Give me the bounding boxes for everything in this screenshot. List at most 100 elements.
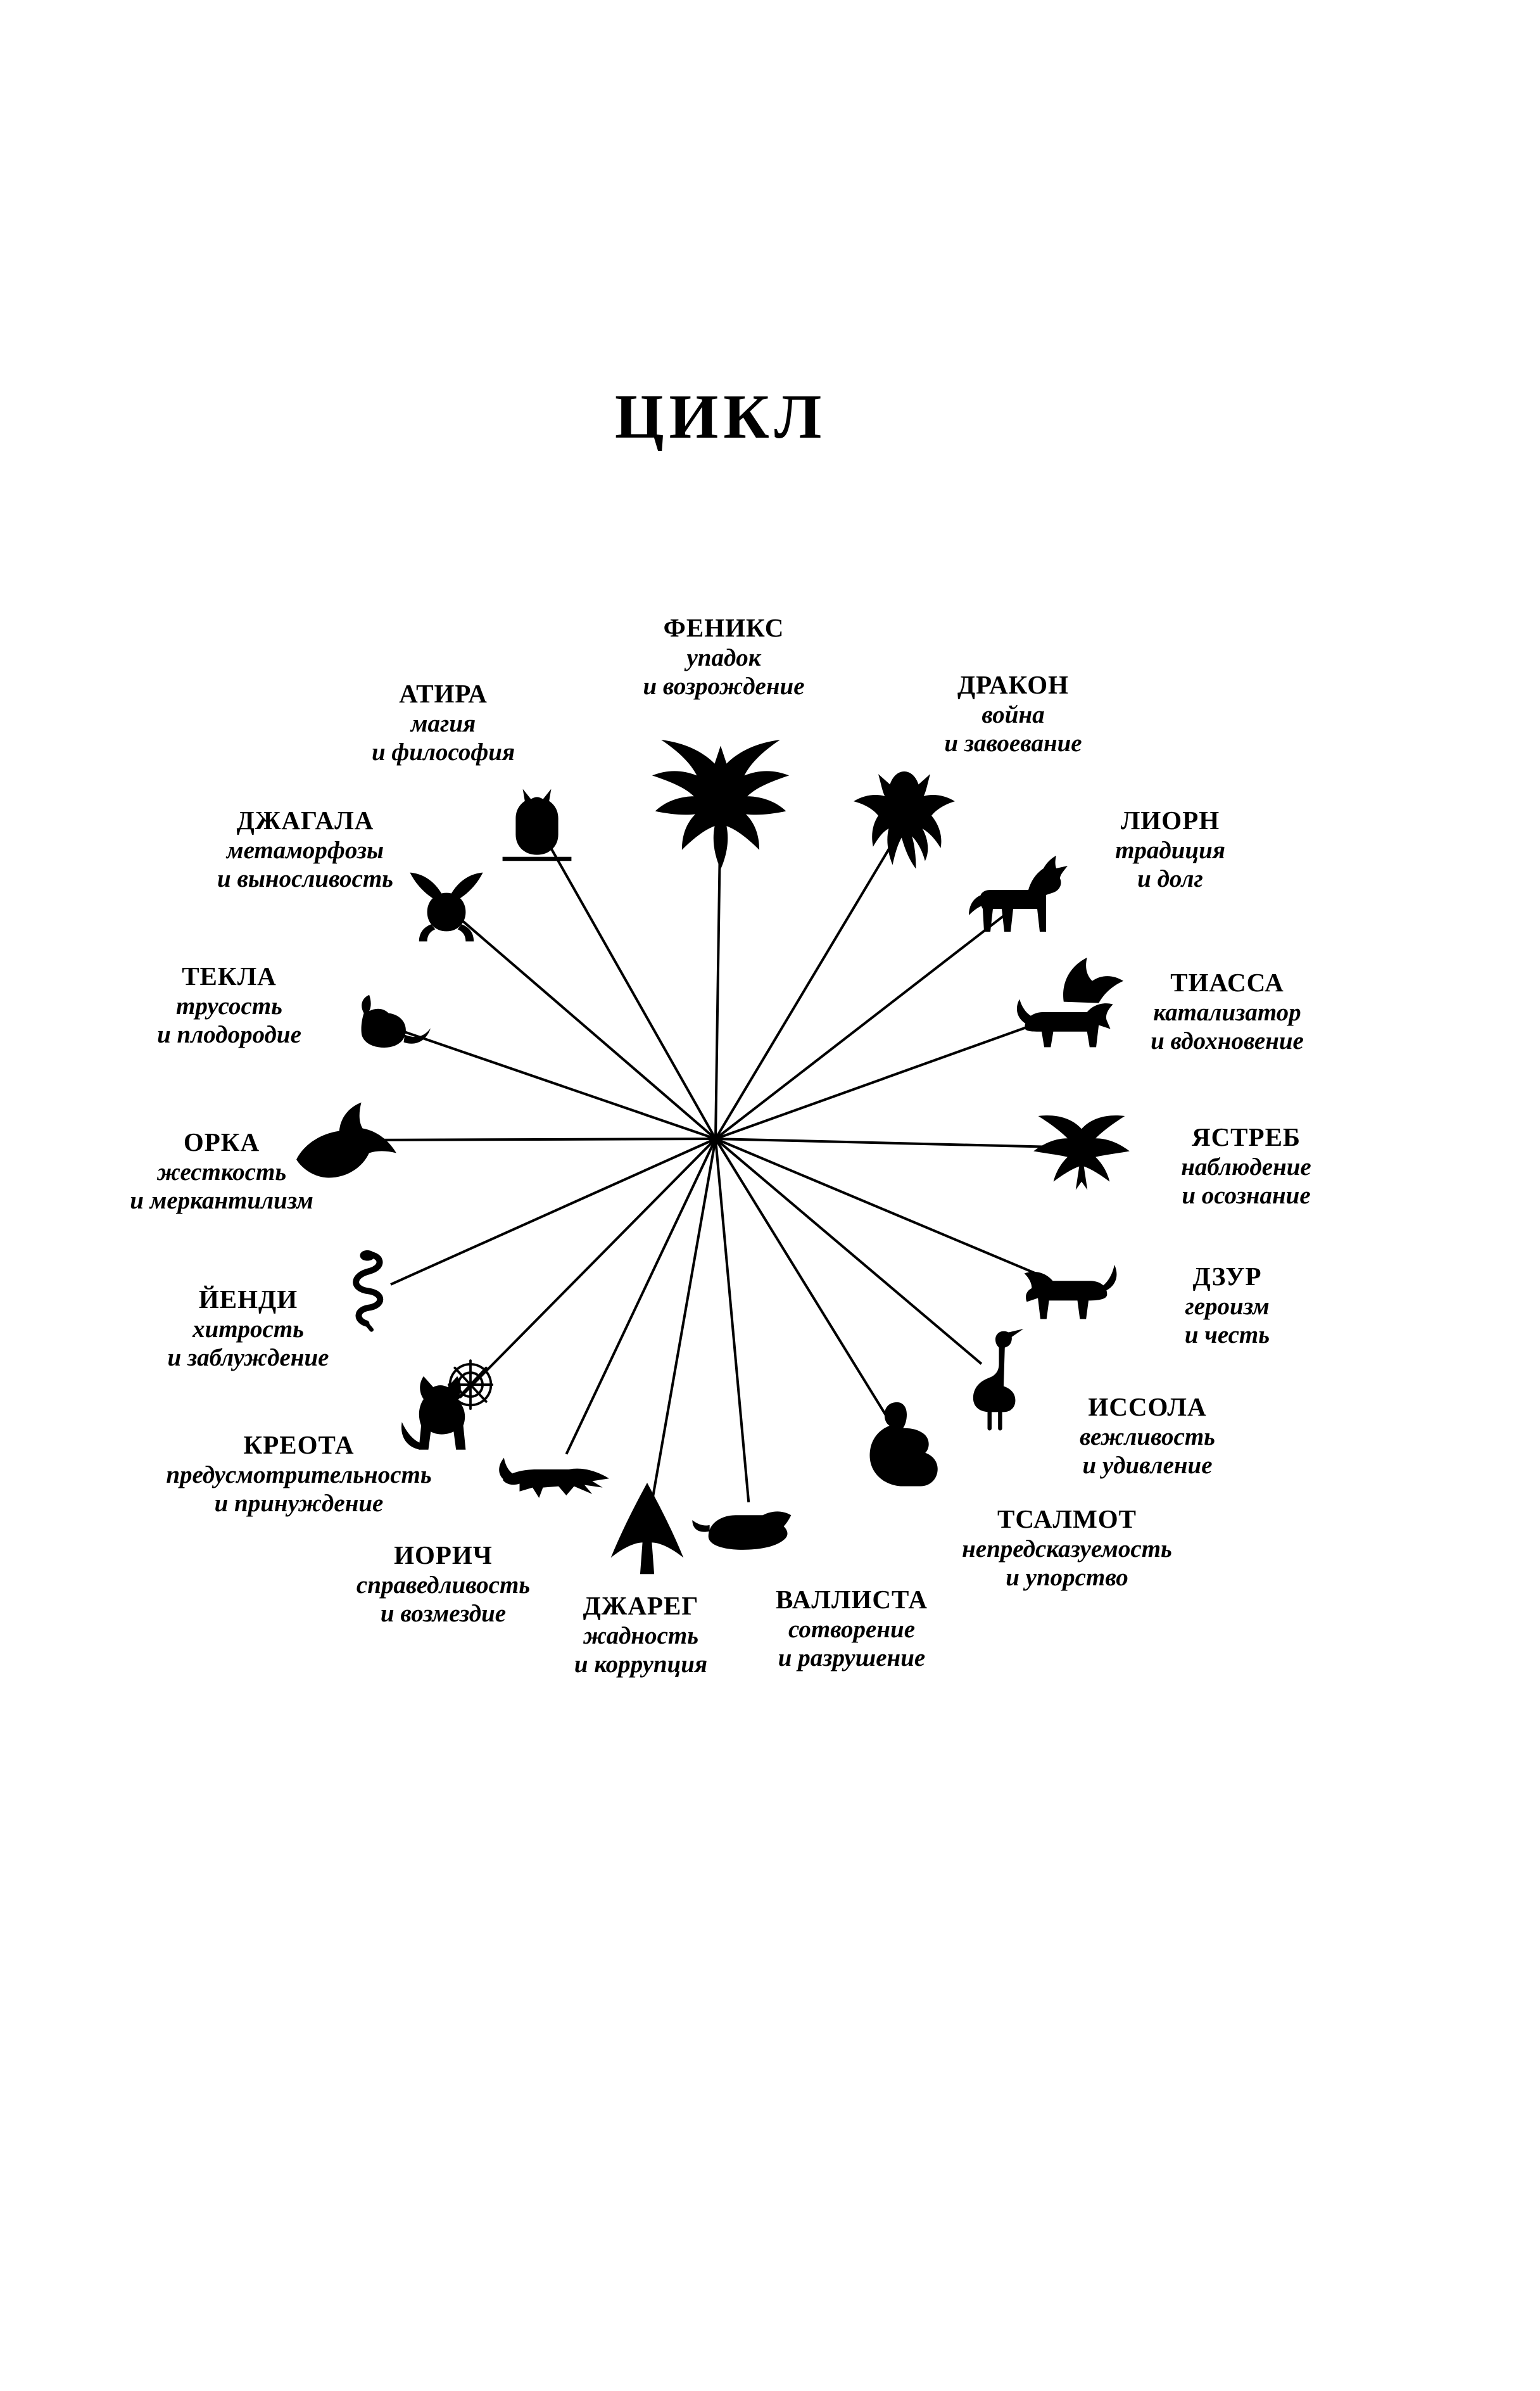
spoke-phoenix [714,816,722,1139]
house-label-issola: ИССОЛА вежливость и удивление [1080,1392,1215,1480]
house-name: ВАЛЛИСТА [776,1585,928,1614]
chreotha-icon [386,1351,507,1471]
house-trait-line1: вежливость [1079,1423,1216,1450]
house-trait-line1: непредсказуемость [962,1535,1172,1563]
house-label-jhereg: ДЖАРЕГ жадность и коррупция [574,1591,707,1678]
house-trait-line1: жадность [583,1621,699,1649]
teckla-icon [334,972,441,1080]
house-trait-line2: и осознание [1182,1181,1311,1209]
phoenix-icon [647,725,795,874]
tiassa-icon [1004,948,1134,1077]
spoke-iorich [565,1138,717,1455]
house-label-chreotha: КРЕОТА предусмотрительность и принуждени… [166,1430,431,1518]
house-trait-line1: справедливость [356,1571,531,1599]
house-name: ИССОЛА [1088,1392,1207,1421]
vallista-icon [689,1460,812,1583]
house-name: ЛИОРН [1120,806,1220,835]
tsalmoth-icon [845,1388,969,1511]
spoke-orca [365,1138,716,1141]
house-label-iorich: ИОРИЧ справедливость и возмездие [357,1540,530,1628]
house-label-dragon: ДРАКОН война и завоевание [944,670,1082,758]
house-name: ОРКА [183,1127,260,1157]
house-label-tsalmoth: ТСАЛМОТ непредсказуемость и упорство [962,1504,1172,1592]
iorich-icon [494,1406,624,1536]
jhereg-icon [589,1471,706,1589]
house-label-teckla: ТЕКЛА трусость и плодородие [157,961,301,1049]
page-title: ЦИКЛ [614,381,827,452]
house-trait-line2: и завоевание [944,729,1082,757]
house-name: ТСАЛМОТ [997,1504,1137,1533]
house-trait-line2: и честь [1184,1321,1270,1348]
yendi-icon [322,1240,426,1345]
house-trait-line2: и философия [371,738,515,766]
house-trait-line2: и разрушение [778,1644,926,1671]
house-trait-line2: и выносливость [217,865,393,892]
house-name: ТЕКЛА [182,961,277,991]
house-name: ТИАССА [1170,968,1284,997]
house-label-yendi: ЙЕНДИ хитрость и заблуждение [168,1284,329,1372]
house-name: ЯСТРЕБ [1191,1122,1301,1151]
house-name: ДЖАГАЛА [236,806,374,835]
house-name: ЙЕНДИ [198,1284,298,1314]
orca-icon [282,1075,412,1205]
house-trait-line2: и коррупция [574,1650,708,1678]
house-trait-line1: жесткость [156,1158,287,1186]
house-name: ДЖАРЕГ [583,1591,699,1620]
house-trait-line1: война [981,701,1045,728]
house-label-dzur: ДЗУР героизм и честь [1185,1262,1270,1349]
house-name: АТИРА [399,679,488,708]
house-name: ФЕНИКС [663,613,785,642]
spoke-jhegaala [458,917,717,1140]
house-trait-line1: трусость [176,992,282,1020]
house-trait-line2: и принуждение [214,1489,384,1517]
house-label-phoenix: ФЕНИКС упадок и возрождение [643,613,804,701]
spoke-dragon [714,838,896,1140]
house-name: КРЕОТА [243,1430,355,1459]
house-label-tiassa: ТИАССА катализатор и вдохновение [1151,968,1304,1055]
athyra-icon [486,773,588,874]
house-trait-line1: катализатор [1153,998,1301,1026]
house-trait-line1: упадок [686,644,761,671]
house-label-athyra: АТИРА магия и философия [372,679,515,766]
house-trait-line1: метаморфозы [226,836,384,864]
house-label-hawk: ЯСТРЕБ наблюдение и осознание [1181,1122,1311,1210]
spoke-chreotha [458,1138,717,1398]
house-trait-line2: и возмездие [380,1599,507,1627]
house-trait-line2: и меркантилизм [130,1186,313,1214]
house-trait-line1: традиция [1115,836,1225,864]
spoke-hawk [715,1138,1064,1149]
house-label-lyorn: ЛИОРН традиция и долг [1115,806,1225,893]
house-trait-line1: предусмотрительность [166,1461,432,1488]
house-name: ИОРИЧ [394,1540,493,1570]
spoke-yendi [390,1138,716,1286]
dzur-icon [1004,1224,1127,1348]
jhegaala-icon [396,856,497,958]
spoke-lyorn [714,913,1007,1140]
spoke-issola [714,1138,983,1365]
house-trait-line2: и заблуждение [167,1343,329,1371]
house-trait-line2: и удивление [1082,1451,1213,1479]
house-label-vallista: ВАЛЛИСТА сотворение и разрушение [776,1585,928,1672]
house-name: ДЗУР [1192,1262,1262,1291]
house-trait-line2: и возрождение [643,672,805,700]
house-label-orca: ОРКА жесткость и меркантилизм [130,1127,313,1215]
house-trait-line1: хитрость [192,1315,304,1343]
house-trait-line2: и плодородие [157,1020,301,1048]
spoke-tiassa [715,1017,1052,1140]
spoke-jhereg [649,1138,717,1511]
lyorn-icon [957,839,1084,966]
issola-icon [937,1317,1054,1435]
hawk-icon [1023,1089,1140,1207]
house-trait-line1: наблюдение [1181,1153,1311,1181]
spoke-tsalmoth [714,1138,899,1435]
house-trait-line2: и долг [1137,865,1203,892]
house-label-jhegaala: ДЖАГАЛА метаморфозы и выносливость [217,806,393,893]
house-name: ДРАКОН [957,670,1070,699]
house-trait-line1: сотворение [788,1615,916,1643]
dragon-icon [840,759,969,889]
spoke-dzur [715,1138,1049,1280]
spoke-athyra [545,838,717,1139]
house-trait-line1: героизм [1185,1292,1270,1320]
